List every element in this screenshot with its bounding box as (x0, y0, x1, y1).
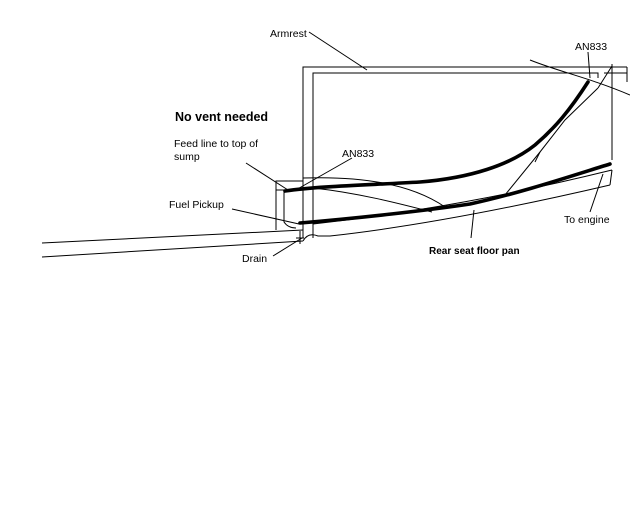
drain-label: Drain (242, 253, 267, 265)
tank-outline (302, 59, 630, 213)
floor-pan-label: Rear seat floor pan (429, 246, 520, 257)
floor-pan (41, 169, 613, 258)
fuel-pickup-label: Fuel Pickup (169, 199, 224, 211)
feed-line-label-1: Feed line to top of (174, 138, 258, 150)
an833-top-label: AN833 (575, 41, 607, 53)
no-vent-label: No vent needed (175, 110, 268, 124)
feed-line-label-2: sump (174, 151, 200, 163)
feed-line-bottom (298, 162, 612, 225)
leader-lines (231, 31, 604, 257)
drain-fitting (296, 231, 304, 244)
an833-mid-label: AN833 (342, 148, 374, 160)
feed-line-top (283, 80, 590, 193)
to-engine-label: To engine (564, 214, 610, 226)
armrest-label: Armrest (270, 28, 307, 40)
